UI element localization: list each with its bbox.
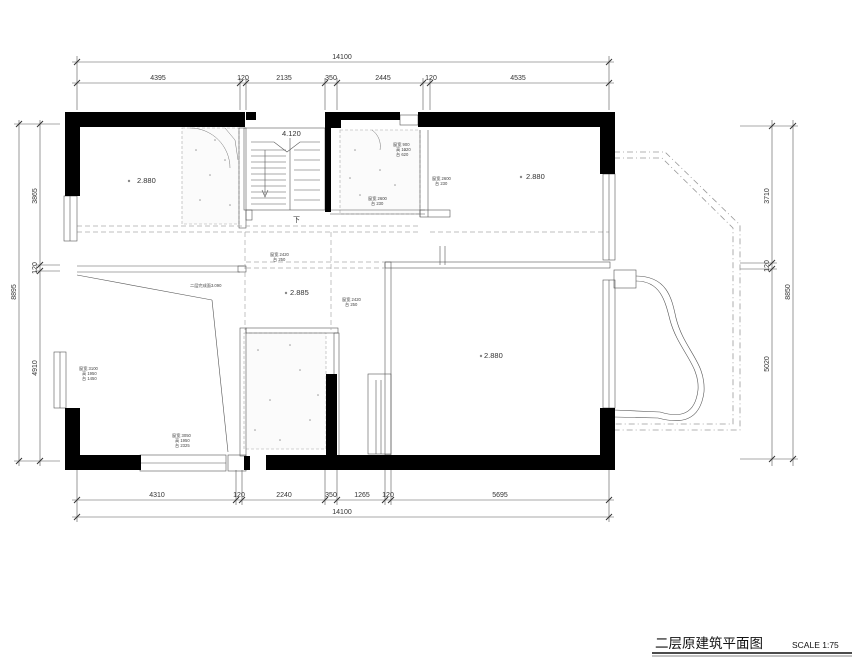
balcony-outline — [613, 151, 741, 431]
note-window-6-c: 台 1450 — [82, 375, 97, 382]
dim-top-total: 14100 — [332, 54, 352, 61]
window-notes: 窗宽 900 高 1020 台 620 窗宽 2600 台 230 窗宽 260… — [79, 141, 452, 449]
dim-right-total: 8850 — [785, 284, 792, 300]
note-window-3-a: 窗宽 2600 — [432, 175, 452, 182]
dim-bottom-2: 120 — [233, 492, 245, 499]
note-window-5-a: 窗宽 2420 — [342, 296, 362, 303]
dim-bottom-6: 120 — [382, 492, 394, 499]
dim-top-2: 120 — [237, 75, 249, 82]
note-window-3-b: 台 230 — [435, 180, 448, 187]
note-window-2-b: 台 230 — [371, 200, 384, 207]
dim-top-5: 2445 — [375, 75, 391, 82]
door-swings — [189, 127, 381, 169]
dim-bottom-5: 1265 — [354, 492, 370, 499]
note-window-7-a: 窗宽 3050 — [172, 432, 192, 439]
drawing-title: 二层原建筑平面图 — [655, 636, 763, 652]
note-window-6-a: 窗宽 3100 — [79, 365, 99, 372]
bottom-dimensions: 4310 120 2240 350 1265 120 5695 14100 — [72, 470, 614, 522]
dim-bottom-total: 14100 — [332, 509, 352, 516]
dim-top-3: 2135 — [276, 75, 292, 82]
dim-bottom-4: 350 — [325, 492, 337, 499]
tile-dots — [195, 139, 406, 441]
dim-right-3: 5020 — [764, 356, 771, 372]
drawing-scale: SCALE 1:75 — [792, 640, 839, 650]
grid-lines — [77, 225, 609, 330]
note-window-7-c: 台 2325 — [175, 442, 190, 449]
note-window-6-b: 高 1950 — [82, 370, 97, 377]
note-window-2-a: 窗宽 2600 — [368, 195, 388, 202]
note-window-7-b: 高 1950 — [175, 437, 190, 444]
dim-top-4: 350 — [325, 75, 337, 82]
exterior-walls — [65, 112, 615, 470]
dim-left-3: 4910 — [32, 360, 39, 376]
tiled-areas — [181, 127, 421, 450]
top-dimensions: 14100 4395 120 2135 350 2445 120 4535 — [72, 54, 614, 110]
dim-left-1: 3865 — [32, 188, 39, 204]
drawing-title-block: 二层原建筑平面图 SCALE 1:75 — [652, 636, 852, 657]
level-room-ne: 2.880 — [526, 172, 545, 181]
level-room-se: 2.880 — [484, 351, 503, 360]
level-room-nw: 2.880 — [137, 176, 156, 185]
note-window-4-b: 台 250 — [273, 256, 286, 263]
staircase — [251, 141, 320, 205]
dim-bottom-7: 5695 — [492, 492, 508, 499]
dim-bottom-1: 4310 — [149, 492, 165, 499]
stair-direction-label: 下 — [293, 216, 300, 224]
dim-top-1: 4395 — [150, 75, 166, 82]
dim-top-6: 120 — [425, 75, 437, 82]
note-window-1-c: 台 620 — [396, 151, 409, 158]
dim-top-7: 4535 — [510, 75, 526, 82]
dim-left-2: 120 — [32, 262, 39, 274]
interior-partitions — [76, 127, 611, 457]
dim-right-1: 3710 — [764, 188, 771, 204]
dim-right-2: 120 — [764, 260, 771, 272]
dim-bottom-3: 2240 — [276, 492, 292, 499]
note-floor-finish: 二层完成面3.090 — [190, 282, 222, 289]
note-window-1-b: 高 1020 — [396, 146, 411, 153]
dim-left-total: 8895 — [11, 284, 18, 300]
level-stair-top: 4.120 — [282, 129, 301, 138]
left-dimensions: 8895 3865 120 4910 — [11, 120, 60, 466]
level-labels: 4.120 2.880 2.880 2.885 2.880 下 — [127, 129, 545, 360]
right-dimensions: 3710 120 5020 8850 — [740, 120, 798, 466]
level-hall: 2.885 — [290, 288, 309, 297]
note-window-1-a: 窗宽 900 — [393, 141, 410, 148]
note-window-5-b: 台 250 — [345, 301, 358, 308]
note-window-4-a: 窗宽 2420 — [270, 251, 290, 258]
